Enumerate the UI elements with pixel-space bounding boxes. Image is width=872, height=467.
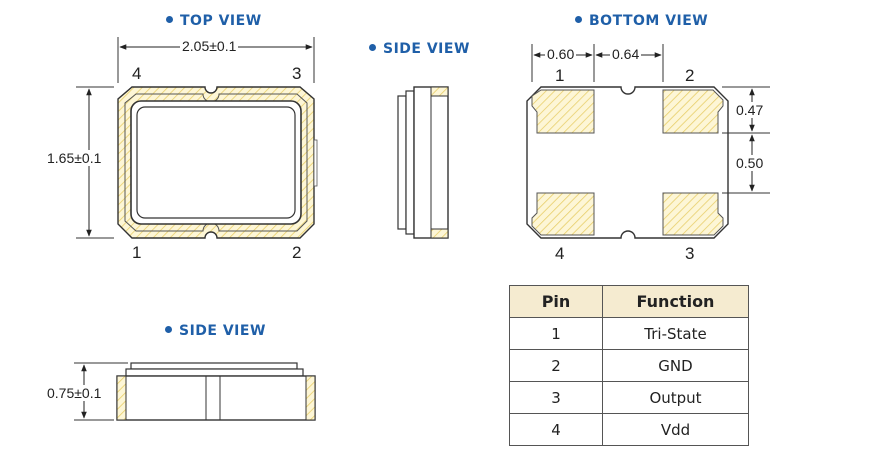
top-pin-label: 1 <box>132 243 142 262</box>
top-pin-label: 2 <box>292 243 302 262</box>
bottom-horizontal-dimension <box>531 44 664 82</box>
bottom-pad-offset-label: 0.60 <box>545 46 577 62</box>
side-view-bottom-package <box>116 362 316 421</box>
bottom-pad-2 <box>662 89 724 134</box>
pin-column-header: Pin <box>509 285 603 318</box>
top-view-label: TOP VIEW <box>166 13 262 29</box>
function-cell: Tri-State <box>602 317 749 350</box>
pin-cell: 1 <box>509 317 603 350</box>
bottom-pad-4 <box>531 192 595 236</box>
bottom-view-label: BOTTOM VIEW <box>575 13 708 29</box>
bottom-view-package <box>526 86 729 239</box>
top-pin-label: 4 <box>132 64 142 83</box>
bottom-pad-pitch-label: 0.64 <box>610 46 642 62</box>
function-cell: GND <box>602 349 749 382</box>
pin-cell: 2 <box>509 349 603 382</box>
bottom-pin-label: 3 <box>685 244 695 263</box>
table-header-row: Pin Function <box>509 285 749 318</box>
table-row: 2 GND <box>509 349 749 382</box>
pin-cell: 3 <box>509 381 603 414</box>
function-cell: Vdd <box>602 413 749 446</box>
bottom-pin-label: 1 <box>555 66 565 85</box>
top-view-package <box>117 86 318 239</box>
table-row: 3 Output <box>509 381 749 414</box>
bullet-icon <box>575 15 582 23</box>
bottom-pin-label: 4 <box>555 244 565 263</box>
top-width-dimension-label: 2.05±0.1 <box>180 38 239 54</box>
pin-cell: 4 <box>509 413 603 446</box>
side-view-right-package <box>397 86 449 239</box>
pin-function-table: Pin Function 1 Tri-State 2 GND 3 Output … <box>509 285 749 446</box>
bullet-icon <box>165 325 172 333</box>
table-row: 4 Vdd <box>509 413 749 446</box>
side-height-dimension-label: 0.75±0.1 <box>45 385 104 401</box>
bullet-icon <box>166 15 173 23</box>
function-cell: Output <box>602 381 749 414</box>
bottom-pad-gap-label: 0.50 <box>734 155 766 171</box>
top-pin-label: 3 <box>292 64 302 83</box>
bottom-pin-label: 2 <box>685 66 695 85</box>
bottom-pad-height-label: 0.47 <box>734 102 766 118</box>
bottom-pad-1 <box>531 89 595 134</box>
bottom-pad-3 <box>662 192 724 236</box>
function-column-header: Function <box>602 285 749 318</box>
side-view-label: SIDE VIEW <box>369 41 470 57</box>
bullet-icon <box>369 43 376 51</box>
table-row: 1 Tri-State <box>509 317 749 350</box>
top-height-dimension-label: 1.65±0.1 <box>45 150 104 166</box>
side-view-label: SIDE VIEW <box>165 323 266 339</box>
